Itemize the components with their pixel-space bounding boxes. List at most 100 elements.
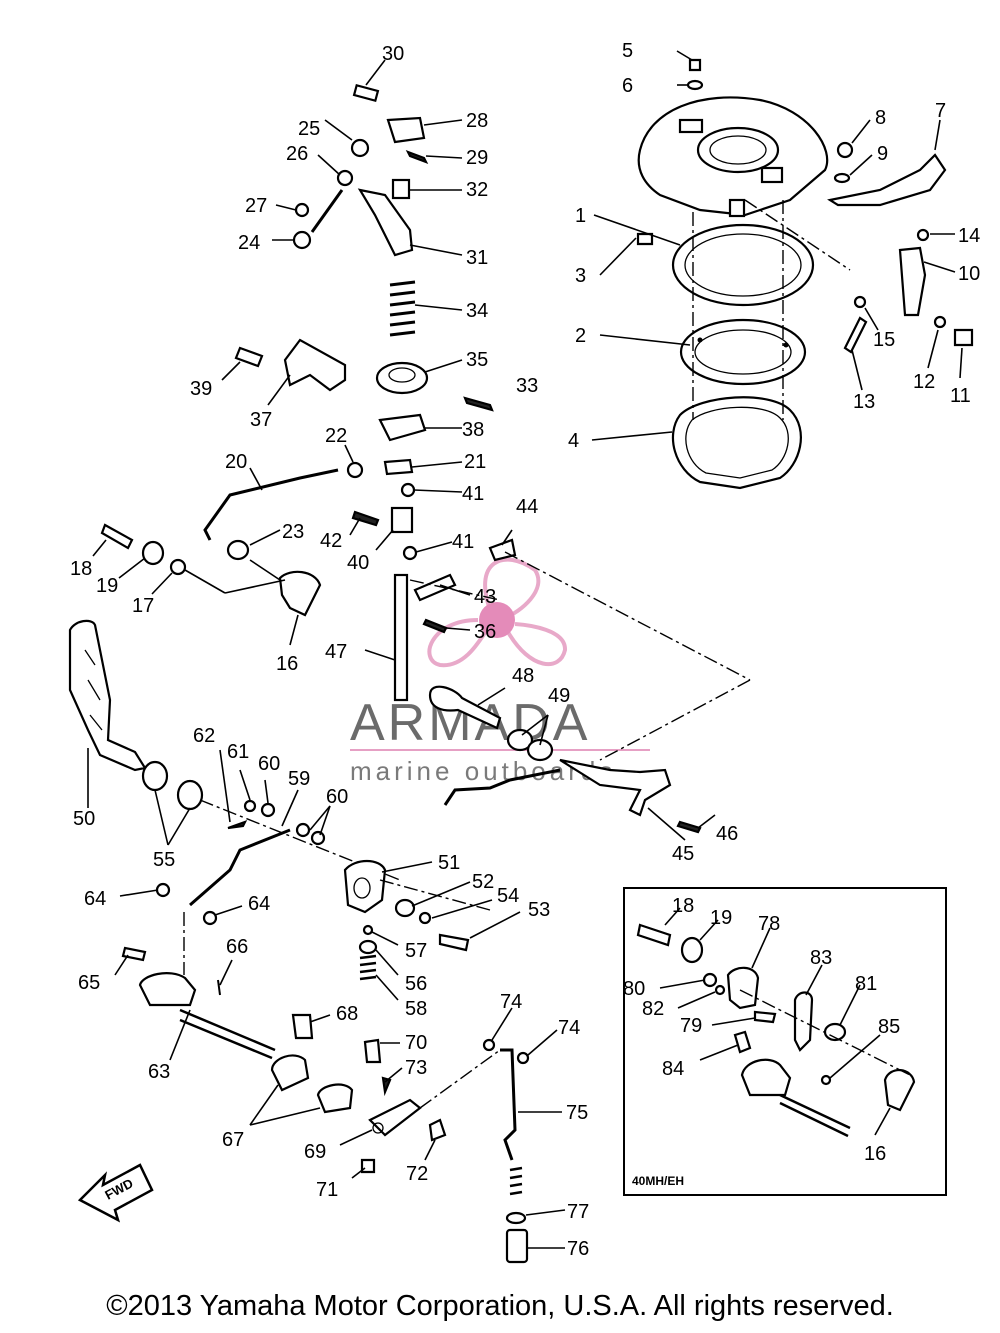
callout-45: 45 xyxy=(672,843,694,865)
callout-78: 78 xyxy=(758,913,780,935)
callout-36: 36 xyxy=(474,621,496,643)
callout-41b: 41 xyxy=(452,531,474,553)
callout-22: 22 xyxy=(325,425,347,447)
callout-18-inset: 18 xyxy=(672,895,694,917)
callout-74a: 74 xyxy=(500,991,522,1013)
shift-linkage xyxy=(121,799,530,1264)
callout-55: 55 xyxy=(153,849,175,871)
callout-20: 20 xyxy=(225,451,247,473)
callout-77: 77 xyxy=(567,1201,589,1223)
callout-26: 26 xyxy=(286,143,308,165)
callout-30: 30 xyxy=(382,43,404,65)
callout-83: 83 xyxy=(810,947,832,969)
callout-34: 34 xyxy=(466,300,488,322)
callout-11: 11 xyxy=(950,385,971,407)
callout-41a: 41 xyxy=(462,483,484,505)
callout-65: 65 xyxy=(78,972,100,994)
callout-82: 82 xyxy=(642,998,664,1020)
callout-52: 52 xyxy=(472,871,494,893)
callout-1: 1 xyxy=(575,205,586,227)
callout-48: 48 xyxy=(512,665,534,687)
callout-27: 27 xyxy=(245,195,267,217)
callout-31: 31 xyxy=(466,247,488,269)
callout-85: 85 xyxy=(878,1016,900,1038)
callout-16: 16 xyxy=(276,653,298,675)
callout-66: 66 xyxy=(226,936,248,958)
callout-75: 75 xyxy=(566,1102,588,1124)
callout-73: 73 xyxy=(405,1057,427,1079)
callout-38: 38 xyxy=(462,419,484,441)
callout-15: 15 xyxy=(873,329,895,351)
callout-64a: 64 xyxy=(84,888,106,910)
callout-53: 53 xyxy=(528,899,550,921)
inset-label: 40MH/EH xyxy=(632,1174,684,1188)
callout-6: 6 xyxy=(622,75,633,97)
callout-9: 9 xyxy=(877,143,888,165)
callout-14: 14 xyxy=(958,225,980,247)
callout-64b: 64 xyxy=(248,893,270,915)
callout-84: 84 xyxy=(662,1058,684,1080)
callout-8: 8 xyxy=(875,107,886,129)
callout-29: 29 xyxy=(466,147,488,169)
callout-56: 56 xyxy=(405,973,427,995)
spring-34 xyxy=(389,280,416,337)
control-lever-assembly xyxy=(68,523,322,811)
callout-7: 7 xyxy=(935,100,946,122)
callout-21: 21 xyxy=(464,451,486,473)
callout-60b: 60 xyxy=(326,786,348,808)
callout-54: 54 xyxy=(497,885,519,907)
callout-12: 12 xyxy=(913,371,935,393)
callout-19-inset: 19 xyxy=(710,907,732,929)
callout-17: 17 xyxy=(132,595,154,617)
callout-33: 33 xyxy=(516,375,538,397)
callout-35: 35 xyxy=(466,349,488,371)
callout-42: 42 xyxy=(320,530,342,552)
callout-10: 10 xyxy=(958,263,980,285)
inset-40mh-eh: 40MH/EH xyxy=(623,887,947,1196)
callout-69: 69 xyxy=(304,1141,326,1163)
callout-28: 28 xyxy=(466,110,488,132)
callout-4: 4 xyxy=(568,430,579,452)
copyright-footer: ©2013 Yamaha Motor Corporation, U.S.A. A… xyxy=(106,1290,894,1322)
callout-labels: 1 2 3 4 5 6 7 8 9 10 11 12 13 14 15 16 1… xyxy=(70,40,980,1260)
callout-63: 63 xyxy=(148,1061,170,1083)
callout-37: 37 xyxy=(250,409,272,431)
callout-71: 71 xyxy=(316,1179,338,1201)
callout-19: 19 xyxy=(96,575,118,597)
callout-2: 2 xyxy=(575,325,586,347)
callout-76: 76 xyxy=(567,1238,589,1260)
callout-25: 25 xyxy=(298,118,320,140)
throttle-cam-parts xyxy=(636,58,974,354)
callout-72: 72 xyxy=(406,1163,428,1185)
callout-57: 57 xyxy=(405,940,427,962)
forward-direction-arrow: FWD xyxy=(77,1163,154,1223)
magneto-base-assembly xyxy=(637,96,851,490)
callout-40: 40 xyxy=(347,552,369,574)
callout-46: 46 xyxy=(716,823,738,845)
callout-49: 49 xyxy=(548,685,570,707)
callout-16-inset: 16 xyxy=(864,1143,886,1165)
callout-43: 43 xyxy=(474,586,496,608)
callout-leaders xyxy=(87,50,963,1249)
callout-60a: 60 xyxy=(258,753,280,775)
callout-74b: 74 xyxy=(558,1017,580,1039)
callout-24: 24 xyxy=(238,232,260,254)
callout-39: 39 xyxy=(190,378,212,400)
callout-68: 68 xyxy=(336,1003,358,1025)
callout-50: 50 xyxy=(73,808,95,830)
callout-5: 5 xyxy=(622,40,633,62)
callout-81: 81 xyxy=(855,973,877,995)
callout-18: 18 xyxy=(70,558,92,580)
callout-80: 80 xyxy=(623,978,645,1000)
callout-79: 79 xyxy=(680,1015,702,1037)
callout-67: 67 xyxy=(222,1129,244,1151)
callout-58: 58 xyxy=(405,998,427,1020)
callout-13: 13 xyxy=(853,391,875,413)
callout-62: 62 xyxy=(193,725,215,747)
throttle-linkage xyxy=(203,83,751,834)
callout-23: 23 xyxy=(282,521,304,543)
callout-44: 44 xyxy=(516,496,538,518)
callout-61: 61 xyxy=(227,741,249,763)
callout-59: 59 xyxy=(288,768,310,790)
